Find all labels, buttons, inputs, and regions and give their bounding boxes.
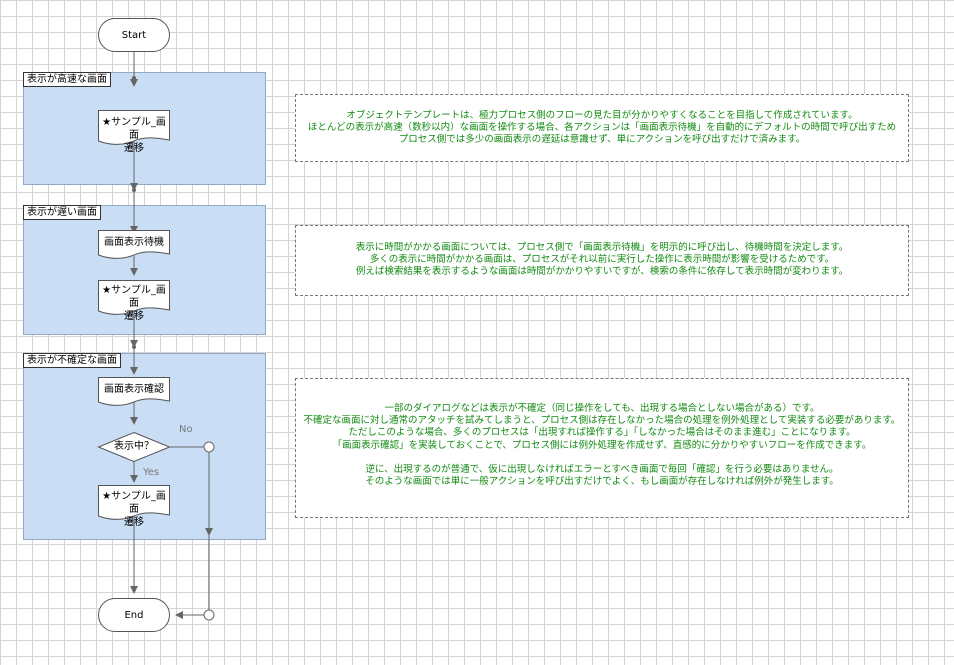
note-slow: 表示に時間がかかる画面については、プロセス側で「画面表示待機」を明示的に呼び出し… bbox=[295, 225, 909, 296]
note-fast: オブジェクトテンプレートは、極力プロセス側のフローの見た目が分かりやすくなること… bbox=[295, 94, 909, 162]
note-fast-text: オブジェクトテンプレートは、極力プロセス側のフローの見た目が分かりやすくなること… bbox=[307, 110, 897, 146]
check-screen-action[interactable]: 画面表示確認 bbox=[104, 384, 164, 395]
sample-transition-action-2[interactable]: ★サンプル_画面 遷移 bbox=[102, 285, 166, 322]
document-shape bbox=[98, 230, 170, 259]
wait-screen-action[interactable]: 画面表示待機 bbox=[104, 237, 164, 248]
lane-slow bbox=[23, 205, 266, 335]
note-uncertain-text: 一部のダイアログなどは表示が不確定（同じ操作をしても、出現する場合としない場合が… bbox=[303, 403, 901, 488]
end-terminal[interactable]: End bbox=[98, 598, 170, 632]
decision-label[interactable]: 表示中？ bbox=[114, 441, 154, 452]
lane-title-uncertain: 表示が不確定な画面 bbox=[23, 353, 121, 368]
note-uncertain: 一部のダイアログなどは表示が不確定（同じ操作をしても、出現する場合としない場合が… bbox=[295, 378, 909, 518]
lane-title-slow: 表示が遅い画面 bbox=[23, 205, 101, 220]
document-shape bbox=[98, 485, 170, 520]
sample-transition-action-1[interactable]: ★サンプル_画面 遷移 bbox=[102, 117, 166, 154]
note-slow-text: 表示に時間がかかる画面については、プロセス側で「画面表示待機」を明示的に呼び出し… bbox=[355, 242, 849, 278]
document-shape bbox=[98, 280, 170, 315]
branch-no-label: No bbox=[179, 424, 193, 435]
document-shape bbox=[98, 110, 170, 145]
branch-yes-label: Yes bbox=[143, 467, 160, 478]
start-terminal[interactable]: Start bbox=[98, 18, 170, 52]
document-shape bbox=[98, 377, 170, 406]
decision-shape bbox=[97, 431, 171, 463]
lane-title-fast: 表示が高速な画面 bbox=[23, 72, 111, 87]
sample-transition-action-3[interactable]: ★サンプル_画面 遷移 bbox=[102, 491, 166, 528]
